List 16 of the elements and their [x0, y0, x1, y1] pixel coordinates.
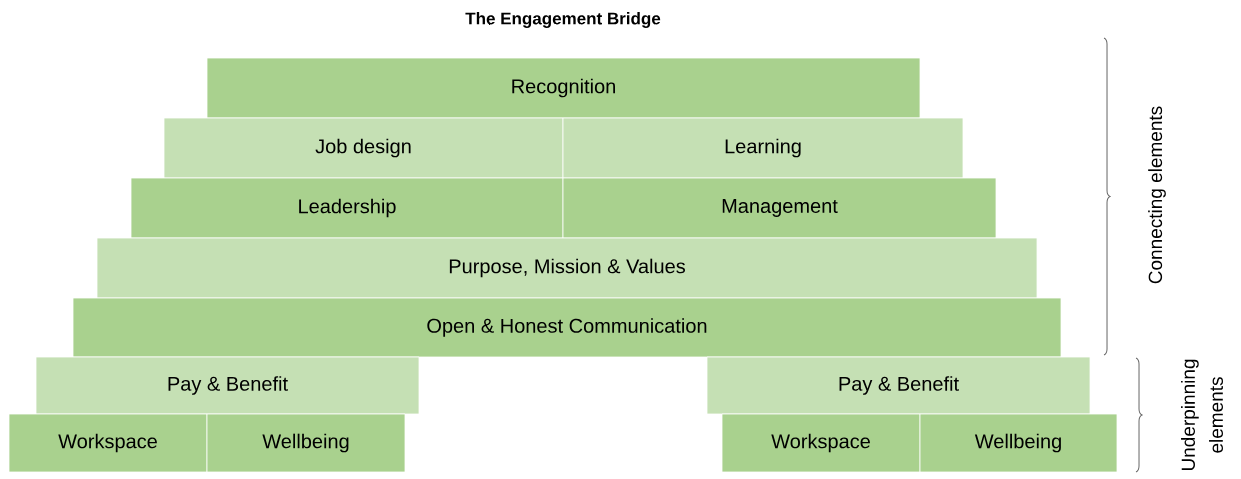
- bridge-block: Learning: [562, 117, 964, 179]
- bridge-block: Pay & Benefit: [706, 356, 1091, 415]
- bridge-block: Leadership: [130, 177, 564, 239]
- bridge-block: Purpose, Mission & Values: [96, 237, 1038, 299]
- bridge-block: Job design: [163, 117, 564, 179]
- bridge-block: Workspace: [721, 413, 921, 473]
- bridge-block: Recognition: [206, 57, 921, 119]
- bridge-block: Workspace: [8, 413, 208, 473]
- bridge-block: Management: [562, 177, 997, 239]
- bracket-label: Connecting elements: [1148, 106, 1166, 284]
- bracket-label: Underpinning elements: [1181, 359, 1223, 471]
- bridge-block: Wellbeing: [919, 413, 1118, 473]
- title: The Engagement Bridge: [465, 12, 661, 28]
- bridge-block: Pay & Benefit: [35, 356, 420, 415]
- bridge-block: Open & Honest Communication: [72, 297, 1062, 358]
- bridge-block: Wellbeing: [206, 413, 406, 473]
